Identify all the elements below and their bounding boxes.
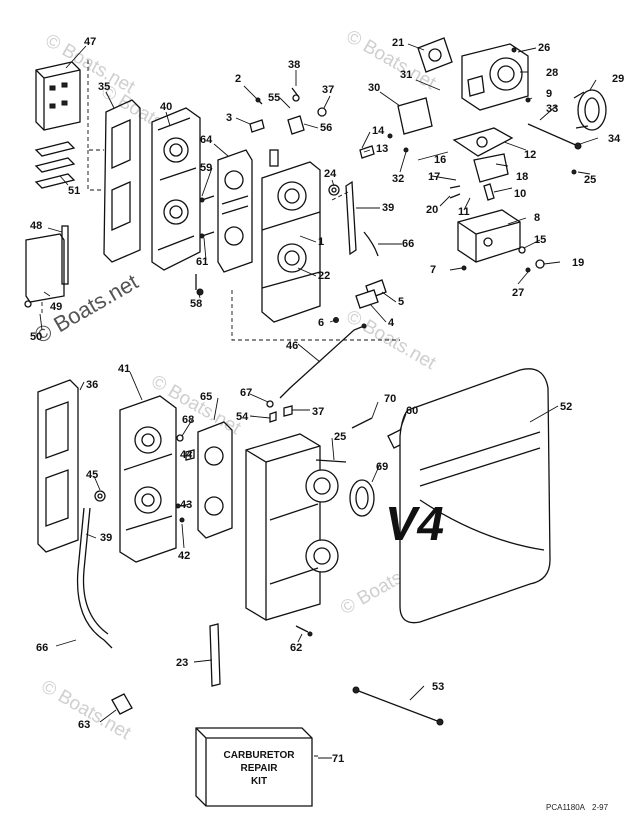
callout-label: 24 [324, 168, 337, 180]
callout-label: 41 [118, 363, 130, 375]
callout-label: 18 [516, 171, 528, 183]
carburetor-bottom [209, 400, 411, 687]
callout-label: 36 [86, 379, 98, 391]
callout-label: 50 [30, 331, 42, 343]
callout-label: 46 [286, 340, 298, 352]
callout-label: 65 [200, 391, 212, 403]
callout-label: 37 [312, 406, 324, 418]
callout-label: 39 [100, 532, 112, 544]
callout-label: 56 [320, 122, 332, 134]
callout-label: 47 [84, 36, 96, 48]
callout-label: 22 [318, 270, 330, 282]
drawing-code: PCA1180A [546, 803, 586, 812]
kit-label-line: CARBURETOR [224, 750, 296, 761]
callout-label: 42 [178, 550, 190, 562]
callout-label: 9 [546, 88, 552, 100]
callout-label: 28 [546, 67, 558, 79]
callout-label: 39 [382, 202, 394, 214]
callout-label: 63 [78, 719, 90, 731]
callout-label: 67 [240, 387, 252, 399]
carburetor-top [231, 87, 400, 341]
callout-label: 1 [318, 236, 324, 248]
rod-53 [352, 686, 444, 726]
silencer-assembly [359, 37, 607, 273]
callout-label: 38 [288, 59, 300, 71]
callout-label: 8 [534, 212, 540, 224]
callout-label: 59 [200, 162, 212, 174]
callout-label: 54 [236, 411, 249, 423]
callout-label: 11 [458, 206, 470, 218]
callout-label: 32 [392, 173, 404, 185]
callout-label: 16 [434, 154, 446, 166]
callout-label: 27 [512, 287, 524, 299]
callout-label: 66 [36, 642, 48, 654]
leader-lines [39, 43, 599, 759]
callout-label: 30 [368, 82, 380, 94]
reed-assembly-top [24, 60, 253, 316]
callout-label: 61 [196, 256, 208, 268]
callout-label: 68 [182, 414, 194, 426]
clip-63 [111, 693, 133, 715]
callout-label: 49 [50, 301, 62, 313]
callout-label: 2 [235, 73, 241, 85]
callout-label: 12 [524, 149, 536, 161]
callout-label: 4 [388, 317, 395, 329]
callout-label: 43 [180, 499, 192, 511]
callout-label: 13 [376, 143, 388, 155]
callout-label: 64 [200, 134, 213, 146]
callout-label: 55 [268, 92, 280, 104]
callout-labels: 47 35 40 51 48 49 50 64 59 61 58 2 3 38 … [30, 36, 624, 765]
callout-label: 25 [334, 431, 346, 443]
callout-label: 35 [98, 81, 110, 93]
reed-assembly-bottom [37, 379, 233, 649]
callout-label: 48 [30, 220, 42, 232]
callout-label: 60 [406, 405, 418, 417]
callout-label: 31 [400, 69, 412, 81]
callout-label: 25 [584, 174, 596, 186]
callout-label: 15 [534, 234, 546, 246]
callout-label: 7 [430, 264, 436, 276]
callout-label: 23 [176, 657, 188, 669]
link-rod [279, 323, 367, 399]
kit-label-line: KIT [251, 776, 267, 787]
callout-label: 37 [322, 84, 334, 96]
callout-label: 66 [402, 238, 414, 250]
callout-label: 26 [538, 42, 550, 54]
callout-label: 17 [428, 171, 440, 183]
callout-label: 69 [376, 461, 388, 473]
callout-label: 51 [68, 185, 80, 197]
callout-label: 44 [180, 449, 193, 461]
callout-label: 6 [318, 317, 324, 329]
callout-label: 3 [226, 112, 232, 124]
callout-label: 20 [426, 204, 438, 216]
callout-label: 71 [332, 753, 344, 765]
kit-label-line: REPAIR [240, 763, 278, 774]
carburetor-repair-kit: CARBURETOR REPAIR KIT [195, 727, 313, 807]
cowl: V4 [381, 368, 551, 624]
callout-label: 29 [612, 73, 624, 85]
callout-label: 58 [190, 298, 202, 310]
callout-label: 45 [86, 469, 98, 481]
callout-label: 5 [398, 296, 404, 308]
callout-label: 10 [514, 188, 526, 200]
callout-label: 21 [392, 37, 404, 49]
callout-label: 34 [608, 133, 621, 145]
callout-label: 33 [546, 103, 558, 115]
callout-label: 19 [572, 257, 584, 269]
drawing-date: 2-97 [592, 803, 609, 812]
callout-label: 70 [384, 393, 396, 405]
callout-label: 14 [372, 125, 385, 137]
callout-label: 40 [160, 101, 172, 113]
callout-label: 62 [290, 642, 302, 654]
callout-label: 53 [432, 681, 444, 693]
cowl-logo: V4 [381, 497, 449, 551]
callout-label: 52 [560, 401, 572, 413]
